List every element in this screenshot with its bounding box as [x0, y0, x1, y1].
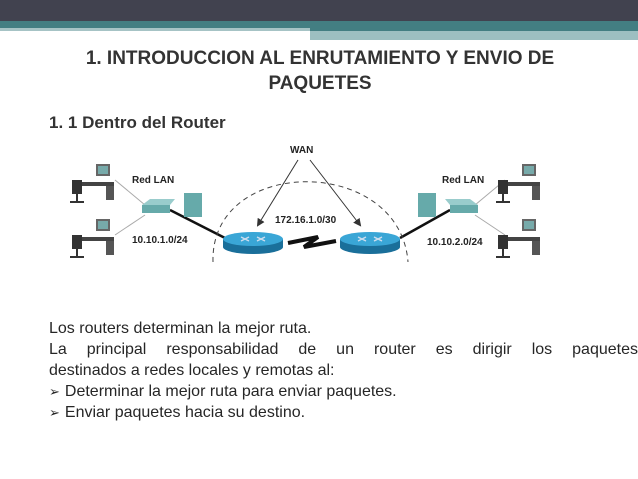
header-accent-block [310, 31, 638, 40]
slide-title: 1. INTRODUCCION AL ENRUTAMIENTO Y ENVIO … [85, 48, 555, 94]
header-accent-line [0, 28, 310, 31]
server-icon [184, 193, 202, 217]
pc-icon [69, 163, 115, 203]
switch-icon [142, 199, 175, 213]
left-network-label: 10.10.1.0/24 [132, 235, 188, 246]
left-lan-label: Red LAN [132, 175, 174, 186]
right-lan-label: Red LAN [442, 175, 484, 186]
router-icon [339, 231, 401, 255]
lan-links [114, 179, 506, 240]
wan-label: WAN [290, 145, 313, 156]
serial-link-icon [287, 235, 337, 249]
body-line: La principal responsabilidad de un route… [49, 341, 638, 358]
header-bar [0, 0, 638, 21]
bullet-item: ➢ Enviar paquetes hacia su destino. [49, 402, 638, 423]
body-line: destinados a redes locales y remotas al: [49, 362, 335, 379]
right-network-label: 10.10.2.0/24 [427, 237, 483, 248]
server-icon [418, 193, 436, 217]
header-accent-bar [0, 21, 638, 31]
arrow-bullet-icon: ➢ [49, 384, 60, 399]
pc-icon [69, 218, 115, 258]
bullet-item: ➢ Determinar la mejor ruta para enviar pa… [49, 381, 638, 402]
body-line: Los routers determinan la mejor ruta. [49, 320, 312, 337]
bullet-text: Enviar paquetes hacia su destino. [64, 404, 306, 421]
pc-icon [495, 163, 541, 203]
wan-cloud-arc [212, 181, 409, 263]
slide-body: Los routers determinan la mejor ruta. La… [49, 318, 638, 423]
network-diagram: WAN Red LAN Red LAN 10.10.1.0/24 172.16.… [69, 145, 541, 263]
bullet-text: Determinar la mejor ruta para enviar paq… [64, 383, 397, 400]
arrow-bullet-icon: ➢ [49, 405, 60, 420]
slide-subtitle: 1. 1 Dentro del Router [49, 113, 226, 132]
router-icon [222, 231, 284, 255]
switch-icon [445, 199, 478, 213]
pc-icon [495, 218, 541, 258]
wan-network-label: 172.16.1.0/30 [275, 215, 337, 226]
